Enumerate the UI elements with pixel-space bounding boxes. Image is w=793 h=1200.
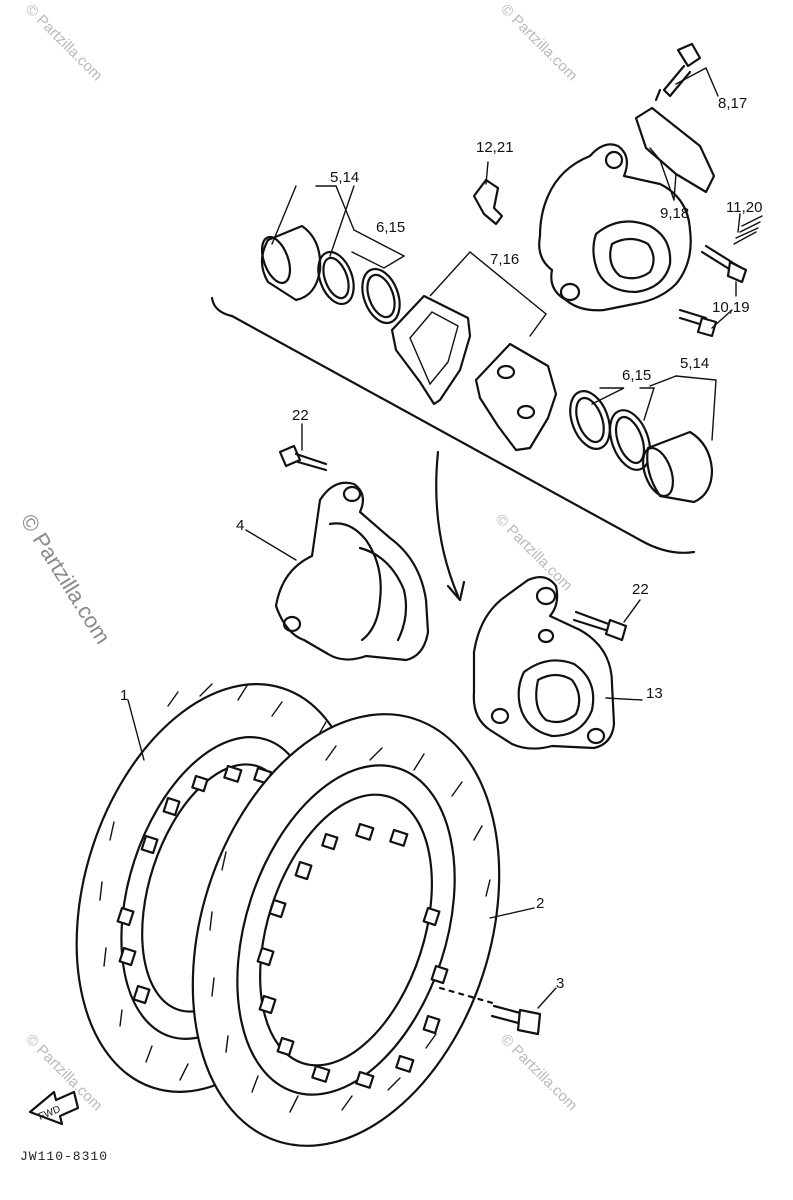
caliper-right: [472, 575, 616, 750]
callout-5-14-top: 5,14: [330, 169, 359, 186]
clip: [472, 178, 504, 226]
bolt-left: [278, 444, 328, 472]
bleed-screw: [654, 42, 702, 102]
callout-9-18: 9,18: [660, 205, 689, 222]
drawing-code: JW110-8310: [20, 1149, 108, 1164]
callout-8-17: 8,17: [718, 95, 747, 112]
callout-10-19: 10,19: [712, 299, 750, 316]
callout-2: 2: [536, 895, 544, 912]
seals-top: [317, 250, 401, 325]
piston-bottom: [641, 430, 714, 504]
bleeder-plate: [634, 106, 716, 194]
watermark-left-large: © Partzilla.com: [16, 509, 116, 648]
callout-4: 4: [236, 517, 244, 534]
direction-arrowhead: [446, 580, 466, 602]
direction-arrow: [435, 450, 460, 598]
brake-disc-front: [191, 713, 501, 1147]
pin-spring: [733, 215, 763, 245]
fwd-arrow: FWD: [28, 1090, 80, 1126]
disc-bolt: [438, 986, 542, 1036]
callout-7-16: 7,16: [490, 251, 519, 268]
watermark-top-left: © Partzilla.com: [22, 1, 105, 84]
callout-3: 3: [556, 975, 564, 992]
pin-long: [700, 244, 748, 284]
callout-12-21: 12,21: [476, 139, 514, 156]
watermark-top-mid: © Partzilla.com: [497, 1, 580, 84]
callout-11-20: 11,20: [726, 199, 762, 216]
bolt-upper: [678, 308, 718, 338]
piston-top: [260, 224, 322, 302]
callout-22-right: 22: [632, 581, 649, 598]
callout-13: 13: [646, 685, 663, 702]
caliper-upper: [538, 143, 692, 312]
callout-6-15-top: 6,15: [376, 219, 405, 236]
leader-lines: [127, 67, 741, 1009]
brake-pad-left: [390, 294, 472, 406]
caliper-left: [274, 481, 430, 662]
seals-bottom: [569, 390, 652, 471]
watermark-bottom-mid: © Partzilla.com: [497, 1031, 580, 1114]
callouts: 8,17 9,18 11,20 10,19 12,21 5,14 6,15 7,…: [120, 95, 762, 992]
brake-pad-right: [474, 342, 558, 452]
group-brace: [210, 296, 696, 554]
bolt-right: [572, 610, 628, 642]
callout-1: 1: [120, 687, 128, 704]
callout-22-left: 22: [292, 407, 309, 424]
callout-6-15-bottom: 6,15: [622, 367, 651, 384]
callout-5-14-bottom: 5,14: [680, 355, 709, 372]
